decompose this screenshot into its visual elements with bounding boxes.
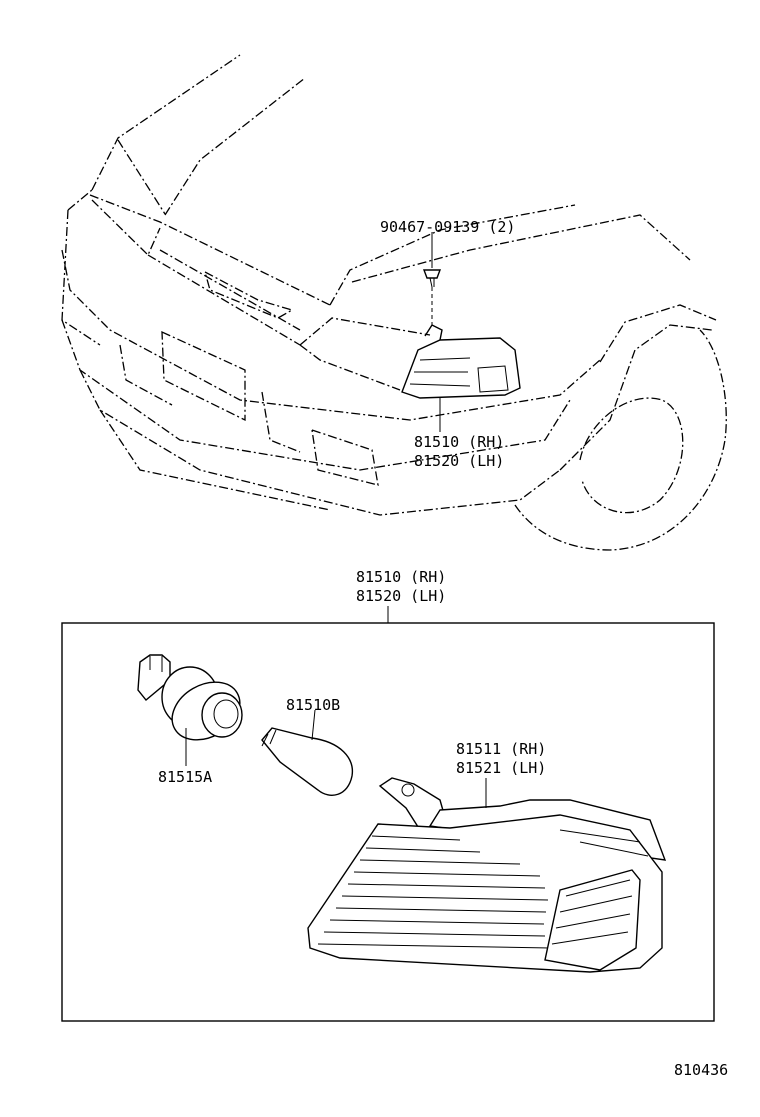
- label-lens-rh: 81511 (RH): [456, 740, 546, 758]
- label-assy-box-lh: 81520 (LH): [356, 587, 446, 605]
- label-assy-top-lh: 81520 (LH): [414, 452, 504, 470]
- socket-81515a: [137, 654, 243, 766]
- figure-number: 810436: [674, 1061, 728, 1079]
- lens-81511: [307, 777, 667, 973]
- label-assy-box-rh: 81510 (RH): [356, 568, 446, 586]
- label-clip: 90467-09139 (2): [380, 218, 515, 236]
- label-socket: 81515A: [158, 768, 212, 786]
- label-bulb: 81510B: [286, 696, 340, 714]
- parts-box: [61, 622, 715, 1022]
- installed-lamp-small: [401, 232, 521, 432]
- label-lens-lh: 81521 (LH): [456, 759, 546, 777]
- label-assy-top-rh: 81510 (RH): [414, 433, 504, 451]
- car-front-outline: [61, 54, 727, 551]
- bulb-81510b: [261, 709, 354, 796]
